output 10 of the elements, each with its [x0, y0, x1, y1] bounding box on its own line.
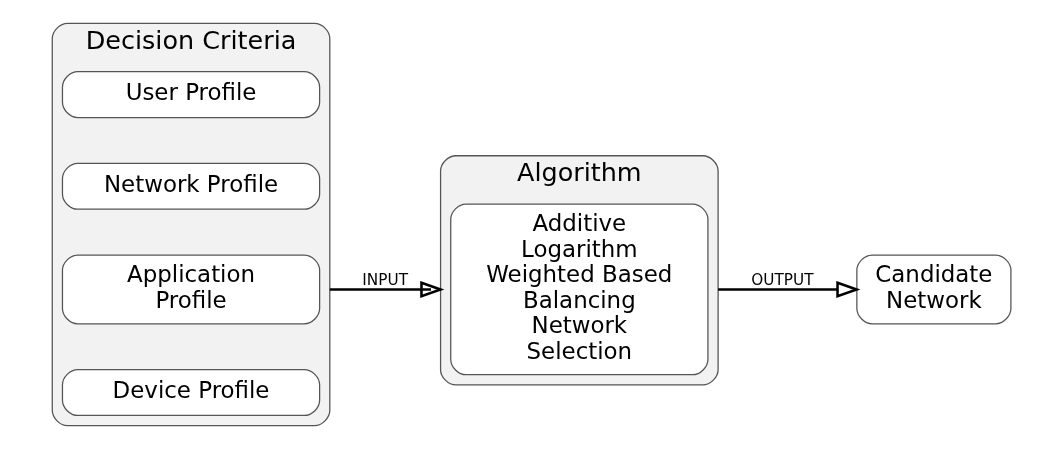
node-box: User Profile	[61, 71, 320, 119]
arrow	[329, 280, 444, 298]
node-box: Candidate Network	[855, 254, 1012, 325]
edge-label: INPUT	[361, 271, 408, 290]
node-box: Application Profile	[61, 254, 320, 325]
node-box: Network Profile	[61, 162, 320, 210]
arrow	[717, 280, 860, 298]
node-box: Additive Logarithm Weighted Based Balancing Network Selection	[449, 203, 709, 376]
node-box: Device Profile	[61, 369, 320, 417]
edge-label: OUTPUT	[750, 271, 813, 290]
